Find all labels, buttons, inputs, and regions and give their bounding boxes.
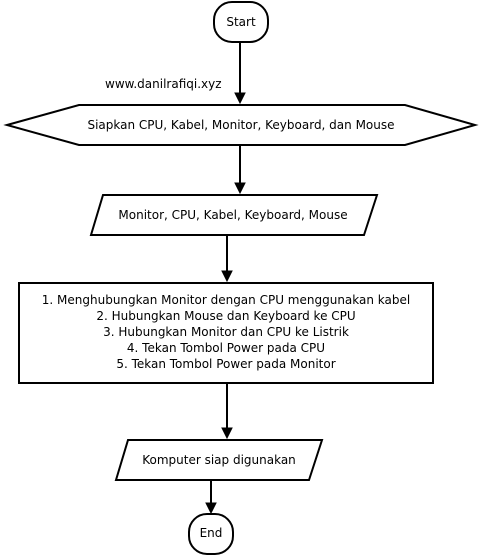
end-node: End [188, 513, 234, 555]
process-step-3: 3. Hubungkan Monitor dan CPU ke Listrik [103, 325, 349, 339]
process-step-2: 2. Hubungkan Mouse dan Keyboard ke CPU [96, 309, 355, 323]
start-label: Start [226, 15, 256, 29]
input-label: Monitor, CPU, Kabel, Keyboard, Mouse [118, 208, 347, 222]
edge-prepare-to-input [234, 146, 246, 195]
process-step-1: 1. Menghubungkan Monitor dengan CPU meng… [42, 293, 410, 307]
start-node: Start [213, 1, 269, 43]
edge-start-to-prepare [234, 42, 246, 105]
prepare-node: Siapkan CPU, Kabel, Monitor, Keyboard, d… [3, 104, 479, 146]
process-step-5: 5. Tekan Tombol Power pada Monitor [116, 357, 335, 371]
end-label: End [200, 526, 223, 540]
output-node: Komputer siap digunakan [114, 439, 324, 481]
edge-input-to-process [221, 235, 233, 283]
edge-output-to-end [205, 480, 217, 515]
watermark-text: www.danilrafiqi.xyz [105, 77, 222, 91]
edge-process-to-output [221, 384, 233, 440]
prepare-label: Siapkan CPU, Kabel, Monitor, Keyboard, d… [87, 118, 394, 132]
output-label: Komputer siap digunakan [142, 453, 296, 467]
process-step-4: 4. Tekan Tombol Power pada CPU [127, 341, 325, 355]
process-node: 1. Menghubungkan Monitor dengan CPU meng… [18, 282, 434, 384]
input-node: Monitor, CPU, Kabel, Keyboard, Mouse [89, 194, 379, 236]
edges [205, 42, 246, 515]
